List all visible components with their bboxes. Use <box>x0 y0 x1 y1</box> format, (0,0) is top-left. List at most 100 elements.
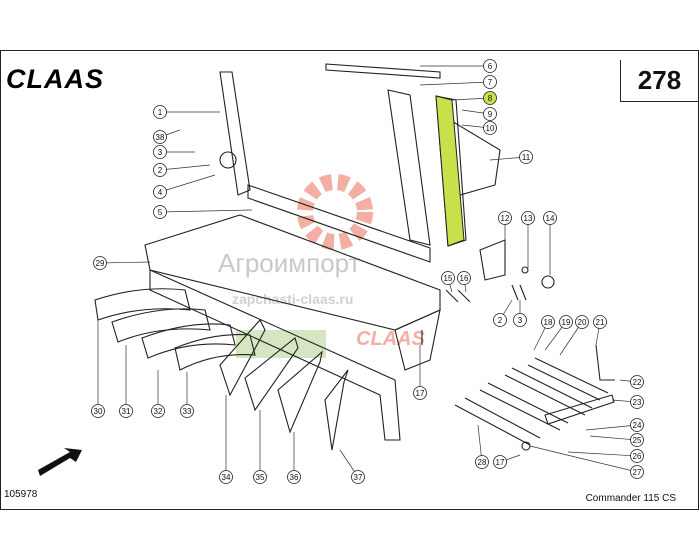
callout-number: 29 <box>96 259 105 268</box>
guide-32 <box>141 323 236 359</box>
callout-circle <box>493 313 507 327</box>
callout-number: 8 <box>488 94 493 103</box>
callout-number: 3 <box>518 316 523 325</box>
callout-circle <box>475 455 489 469</box>
callout-circle <box>630 418 644 432</box>
callout-leader <box>529 445 638 473</box>
callout-circle <box>93 256 107 270</box>
callout-circle <box>153 205 167 219</box>
part-4-outline <box>219 151 237 169</box>
callout-number: 2 <box>498 316 503 325</box>
callout-number: 35 <box>256 473 265 482</box>
callout-circle <box>153 130 167 144</box>
callout-leader <box>99 261 151 264</box>
point-34 <box>219 319 266 397</box>
callout-circle <box>543 211 557 225</box>
watermark-url-text: zapchasti-claas.ru <box>232 291 353 307</box>
callout-circle <box>541 315 555 329</box>
callout-circle <box>351 470 365 484</box>
callout-number: 14 <box>546 214 555 223</box>
rod-c <box>527 357 609 401</box>
callout-leader <box>159 209 253 213</box>
beam-5 <box>247 184 431 263</box>
callout-number: 16 <box>460 274 469 283</box>
callout-leader <box>159 174 216 193</box>
callout-number: 12 <box>501 214 510 223</box>
callout-circle <box>413 386 427 400</box>
callout-number: 37 <box>354 473 363 482</box>
callout-circle <box>153 105 167 119</box>
page-number: 278 <box>620 60 698 102</box>
callout-number: 18 <box>544 318 553 327</box>
callout-number: 1 <box>158 108 163 117</box>
watermark-block <box>236 330 326 358</box>
callout-circle <box>91 404 105 418</box>
rod-a <box>479 382 569 431</box>
drawing-frame <box>0 50 699 510</box>
callout-circle <box>559 315 573 329</box>
callout-leader <box>567 451 638 457</box>
callout-number: 32 <box>154 407 163 416</box>
callout-highlighted <box>483 91 497 105</box>
callout-number: 28 <box>478 458 487 467</box>
callout-number: 10 <box>486 124 495 133</box>
callout-leader <box>589 435 638 441</box>
guide-33 <box>174 334 256 371</box>
table-side <box>394 309 441 371</box>
callout-circle <box>630 375 644 389</box>
callout-circle <box>483 75 497 89</box>
callout-number: 3 <box>158 148 163 157</box>
point-36 <box>277 350 323 434</box>
guide-31 <box>111 308 211 343</box>
model-name: Commander 115 CS <box>585 493 676 504</box>
callout-number: 25 <box>633 436 642 445</box>
callout-circle <box>519 150 533 164</box>
callout-number: 11 <box>522 153 531 162</box>
callout-circle <box>630 395 644 409</box>
callout-circle <box>153 163 167 177</box>
callout-number: 36 <box>290 473 299 482</box>
callout-number: 33 <box>183 407 192 416</box>
callout-circle <box>498 211 512 225</box>
callout-number: 17 <box>496 458 505 467</box>
callout-circle <box>483 59 497 73</box>
callout-number: 5 <box>158 208 163 217</box>
callout-circle <box>630 449 644 463</box>
watermark: Агроимпорт zapchasti-claas.ru CLAAS <box>218 174 426 358</box>
watermark-brand-text: Агроимпорт <box>218 248 361 278</box>
callout-number: 34 <box>222 473 231 482</box>
callout-number: 19 <box>562 318 571 327</box>
brand-logo: CLAAS <box>6 64 104 94</box>
rod-27 <box>454 397 541 446</box>
callout-number: 31 <box>122 407 131 416</box>
callout-circle <box>253 470 267 484</box>
drawing-lines <box>94 63 615 451</box>
callout-leader <box>419 81 491 86</box>
callout-number: 22 <box>633 378 642 387</box>
callout-number: 7 <box>488 78 493 87</box>
bar-22 <box>544 394 615 425</box>
point-35 <box>244 337 299 412</box>
hook-20 <box>595 344 615 381</box>
watermark-brand2-text: CLAAS <box>356 328 426 350</box>
callout-circle <box>513 313 527 327</box>
table-front <box>149 269 401 441</box>
callout-circle <box>630 433 644 447</box>
direction-arrow-icon <box>38 448 82 476</box>
upper-left-panel <box>219 71 251 196</box>
parts-2-3 <box>511 284 527 301</box>
callout-number: 13 <box>524 214 533 223</box>
callout-circle <box>180 404 194 418</box>
callout-number: 38 <box>156 133 165 142</box>
callout-circle <box>441 271 455 285</box>
point-37 <box>324 369 349 451</box>
bracket-12 <box>479 239 506 281</box>
callout-leader <box>585 424 638 431</box>
gear-watermark-icon <box>297 174 373 250</box>
callout-leader <box>159 164 211 171</box>
drawing-number: 105978 <box>4 489 38 500</box>
callout-circle <box>483 121 497 135</box>
callout-number: 2 <box>158 166 163 175</box>
